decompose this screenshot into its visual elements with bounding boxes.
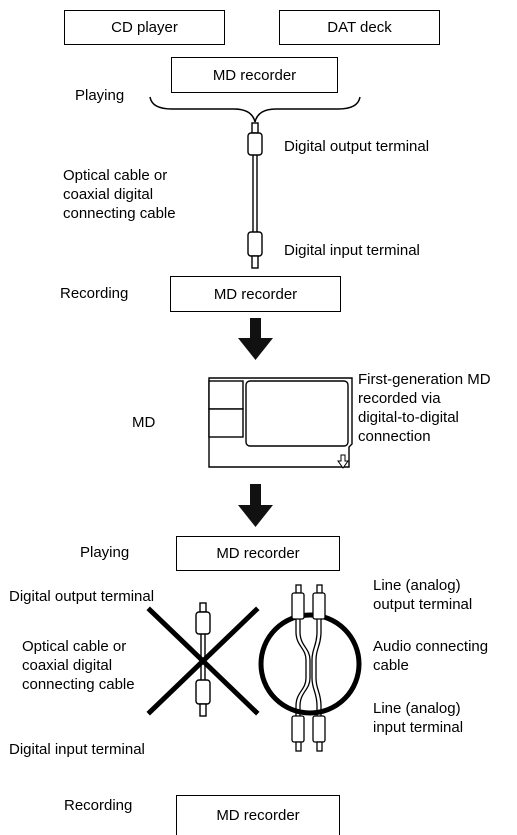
bottom-record-recorder-box: MD recorder bbox=[176, 795, 340, 835]
md-note-line: First-generation MD bbox=[358, 371, 491, 388]
top-recording-label: Recording bbox=[60, 285, 129, 302]
analog-output-line: Line (analog) bbox=[373, 577, 461, 594]
md-note-line: connection bbox=[358, 428, 431, 445]
md-note-line: recorded via bbox=[358, 390, 441, 407]
bottom-recording-label: Recording bbox=[64, 797, 133, 814]
top-output-terminal-label: Digital output terminal bbox=[284, 138, 430, 155]
md-note-line: digital-to-digital bbox=[358, 409, 459, 426]
audio-cable-line: Audio connecting bbox=[373, 638, 489, 655]
bottom-digital-cable-line: connecting cable bbox=[22, 676, 135, 693]
top-cable-label: Optical cable or coaxial digital connect… bbox=[63, 166, 176, 223]
top-cable-label-line: coaxial digital bbox=[63, 186, 154, 203]
top-input-terminal-label: Digital input terminal bbox=[284, 242, 420, 259]
bottom-digital-cable-label: Optical cable or coaxial digital connect… bbox=[22, 637, 135, 694]
minidisc-illustration bbox=[208, 377, 353, 469]
top-play-recorder-box: MD recorder bbox=[171, 57, 338, 93]
allowed-circle bbox=[258, 612, 362, 716]
md-label: MD bbox=[132, 414, 156, 431]
down-arrow-2 bbox=[238, 484, 273, 527]
top-cable-label-line: connecting cable bbox=[63, 205, 176, 222]
down-arrow-1 bbox=[238, 318, 273, 360]
bottom-playing-label: Playing bbox=[80, 544, 130, 561]
analog-input-line: Line (analog) bbox=[373, 700, 461, 717]
bottom-digital-input-label: Digital input terminal bbox=[9, 741, 145, 758]
bottom-play-recorder-box: MD recorder bbox=[176, 536, 340, 571]
audio-cable-line: cable bbox=[373, 657, 409, 674]
top-playing-label: Playing bbox=[75, 87, 125, 104]
bottom-digital-output-label: Digital output terminal bbox=[9, 588, 155, 605]
source-brace bbox=[149, 96, 361, 123]
not-allowed-cross bbox=[146, 606, 260, 716]
analog-output-label: Line (analog) output terminal bbox=[373, 576, 472, 614]
bottom-digital-cable bbox=[195, 602, 211, 717]
audio-cable-label: Audio connecting cable bbox=[373, 637, 488, 675]
analog-input-line: input terminal bbox=[373, 719, 464, 736]
analog-output-line: output terminal bbox=[373, 596, 473, 613]
top-digital-cable bbox=[247, 122, 263, 269]
bottom-digital-cable-line: coaxial digital bbox=[22, 657, 113, 674]
analog-audio-cable bbox=[291, 584, 326, 752]
bottom-digital-cable-line: Optical cable or bbox=[22, 638, 127, 655]
dat-deck-box: DAT deck bbox=[279, 10, 440, 45]
md-note: First-generation MD recorded via digital… bbox=[358, 370, 491, 446]
top-cable-label-line: Optical cable or bbox=[63, 167, 168, 184]
cd-player-box: CD player bbox=[64, 10, 225, 45]
analog-input-label: Line (analog) input terminal bbox=[373, 699, 463, 737]
top-record-recorder-box: MD recorder bbox=[170, 276, 341, 312]
